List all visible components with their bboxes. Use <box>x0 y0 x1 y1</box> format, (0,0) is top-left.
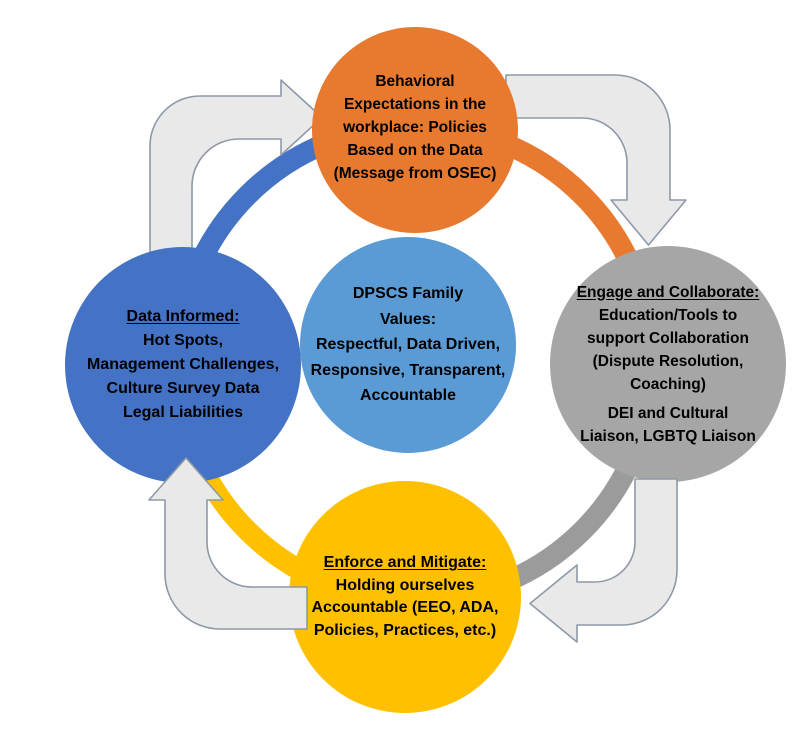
right-circle-line: Coaching) <box>630 375 706 393</box>
left-circle-line: Hot Spots, <box>143 332 223 349</box>
left-circle-title: Data Informed: <box>126 308 240 325</box>
top-circle-line: Expectations in the <box>343 95 487 113</box>
left-circle-text: Data Informed: Hot Spots, Management Cha… <box>63 247 303 539</box>
right-circle-line: support Collaboration <box>587 329 749 347</box>
circle-enforce-mitigate <box>289 481 521 713</box>
cycle-circles <box>65 27 786 713</box>
circle-behavioral-expectations <box>312 27 518 233</box>
top-circle-text: Behavioral Expectations in the workplace… <box>312 24 518 258</box>
bottom-circle-line: Accountable (EEO, ADA, <box>311 599 499 616</box>
left-circle-line: Culture Survey Data <box>106 380 260 397</box>
circle-dpscs-family-values <box>300 237 516 453</box>
center-circle-line: Responsive, Transparent, <box>310 361 506 379</box>
right-circle-title: Engage and Collaborate: <box>576 283 760 301</box>
arrow-top-to-right <box>505 74 687 246</box>
bottom-circle-line: Policies, Practices, etc.) <box>313 621 497 639</box>
top-circle-line: Behavioral <box>375 72 455 90</box>
bottom-circle-title: Enforce and Mitigate: <box>323 554 487 571</box>
bottom-circle-text: Enforce and Mitigate: Holding ourselves … <box>289 481 521 713</box>
center-circle-line: Accountable <box>359 387 456 405</box>
center-circle-line: DPSCS Family <box>352 285 464 303</box>
right-circle-text: Engage and Collaborate: Education/Tools … <box>550 246 786 490</box>
center-circle-line: Values: <box>379 310 437 328</box>
right-circle-line: Education/Tools to <box>598 306 738 324</box>
arrow-right-to-bottom <box>529 478 678 643</box>
right-circle-line: DEI and Cultural <box>607 404 729 422</box>
right-circle-line: (Dispute Resolution, <box>592 352 744 370</box>
center-circle-text: DPSCS Family Values: Respectful, Data Dr… <box>300 237 516 463</box>
top-circle-line: Based on the Data <box>347 141 483 159</box>
top-circle-line: (Message from OSEC) <box>333 164 497 182</box>
arrow-bottom-to-left <box>148 457 308 630</box>
bottom-circle-line: Holding ourselves <box>335 576 475 594</box>
circle-engage-collaborate <box>550 246 786 482</box>
center-circle-line: Respectful, Data Driven, <box>315 336 501 354</box>
left-circle-line: Legal Liabilities <box>122 404 244 421</box>
circle-data-informed <box>65 247 301 483</box>
right-circle-line: Liaison, LGBTQ Liaison <box>580 427 756 445</box>
left-circle-line: Management Challenges, <box>86 356 280 373</box>
top-circle-line: workplace: Policies <box>343 118 487 136</box>
flow-arrows-over <box>148 457 678 643</box>
